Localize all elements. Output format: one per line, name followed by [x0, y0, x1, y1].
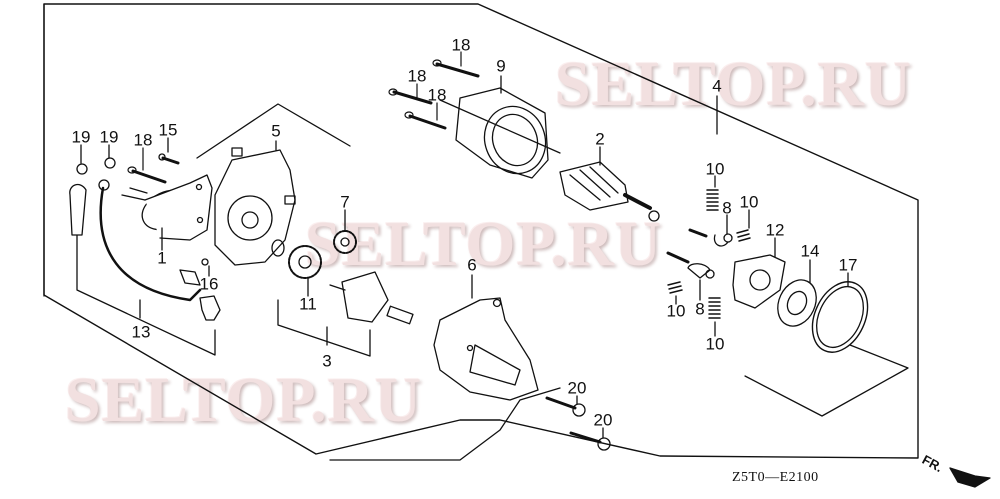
callout-16: 16 — [199, 274, 219, 294]
callout-15: 15 — [158, 120, 178, 140]
part-bolts-18 — [127, 51, 480, 184]
callout-17: 17 — [838, 255, 858, 275]
part-brushes-springs — [666, 175, 751, 337]
callout-12: 12 — [765, 220, 785, 240]
part-pinion — [329, 271, 414, 325]
part-solenoid — [121, 174, 213, 251]
callout-11: 11 — [299, 294, 317, 314]
part-gear-11 — [271, 239, 322, 297]
callout-8a: 8 — [722, 198, 732, 218]
callout-19b: 19 — [99, 127, 119, 147]
callout-19a: 19 — [71, 127, 91, 147]
assembly-boundary — [43, 3, 919, 459]
callout-18b: 18 — [407, 66, 427, 86]
part-bolt-15 — [158, 137, 180, 165]
watermark-top: SELTOP.RU — [555, 48, 913, 119]
callout-10a: 10 — [705, 159, 725, 179]
callout-5: 5 — [271, 121, 281, 141]
callout-7: 7 — [340, 192, 350, 212]
part-plate-14 — [777, 259, 817, 327]
callout-3: 3 — [322, 351, 332, 371]
front-arrow-icon — [949, 467, 991, 488]
callout-13: 13 — [131, 322, 151, 342]
part-gasket-17 — [811, 272, 869, 353]
callout-2: 2 — [595, 129, 605, 149]
part-end-cover — [214, 140, 296, 266]
callout-4: 4 — [712, 76, 722, 96]
watermark-bottom: SELTOP.RU — [65, 364, 423, 435]
callout-20a: 20 — [567, 378, 587, 398]
callout-18a: 18 — [451, 35, 471, 55]
part-nuts-19 — [69, 144, 116, 236]
watermark-middle: SELTOP.RU — [305, 208, 663, 279]
callout-10c: 10 — [666, 301, 686, 321]
callout-14: 14 — [800, 241, 820, 261]
part-terminal-16 — [199, 258, 221, 321]
callout-9: 9 — [496, 56, 506, 76]
part-gear-7 — [333, 209, 357, 254]
callout-6: 6 — [467, 255, 477, 275]
drawing-code: Z5T0—E2100 — [732, 470, 819, 485]
callout-10d: 10 — [705, 334, 725, 354]
part-front-housing — [433, 297, 539, 401]
callout-8b: 8 — [695, 299, 705, 319]
part-cable — [98, 179, 202, 302]
part-yoke — [439, 75, 561, 179]
part-brush-holder — [732, 237, 786, 309]
callout-10b: 10 — [739, 192, 759, 212]
part-bolts-20 — [545, 395, 611, 451]
callout-20b: 20 — [593, 410, 613, 430]
part-armature — [559, 146, 660, 222]
callout-1: 1 — [157, 248, 167, 268]
callout-18d: 18 — [133, 130, 153, 150]
callout-18c: 18 — [427, 85, 447, 105]
